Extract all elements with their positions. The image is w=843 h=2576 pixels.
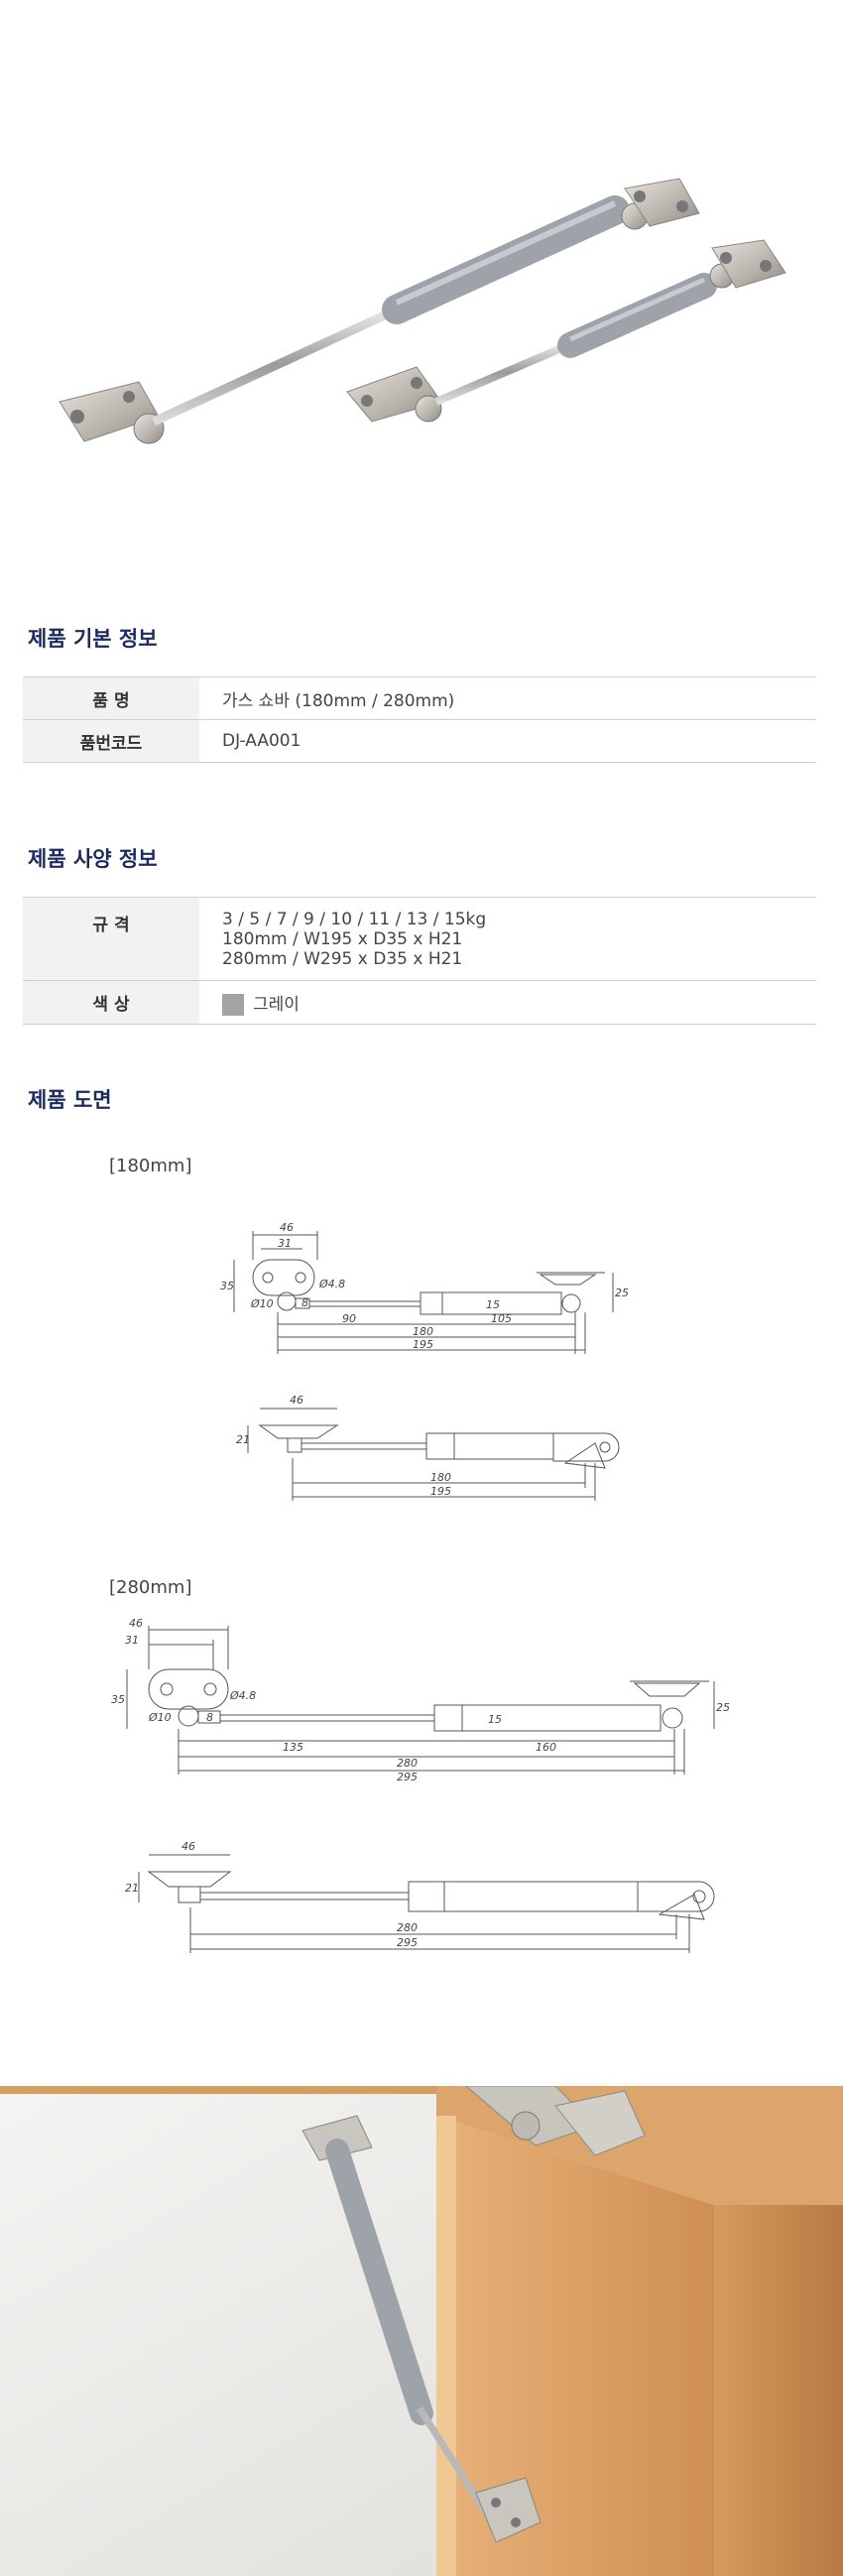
color-name: 그레이 — [253, 994, 300, 1015]
row-value-code: DJ-AA001 — [199, 719, 816, 763]
basic-info-title: 제품 기본 정보 — [28, 627, 158, 651]
row-label-code: 품번코드 — [23, 719, 199, 763]
strut-body-280 — [461, 1704, 662, 1732]
drawing-280mm: 46 31 35 Ø4.8 Ø10 8 15 135 160 280 295 2… — [111, 1617, 730, 1953]
dim-180-hole: Ø4.8 — [318, 1278, 345, 1290]
dim-280-body-len: 160 — [536, 1741, 556, 1754]
dim-280-bracket-h: 25 — [716, 1701, 730, 1714]
dim-180-side-w: 46 — [290, 1394, 303, 1407]
row-value-name: 가스 쇼바 (180mm / 280mm) — [199, 676, 816, 720]
drawing-180mm: 46 31 35 Ø4.8 Ø10 8 15 90 105 180 195 25… — [220, 1221, 629, 1501]
dim-280-end: Ø10 — [148, 1711, 172, 1724]
dim-280-body: 15 — [488, 1713, 502, 1726]
row-label-name: 품 명 — [23, 676, 199, 720]
dim-280-w-outer: 46 — [129, 1617, 143, 1630]
cabinet-scene — [0, 2086, 843, 2576]
dim-180-side-h: 21 — [236, 1433, 250, 1446]
bracket-plate-left — [252, 1259, 315, 1296]
dim-180-len-a: 180 — [413, 1325, 433, 1338]
dim-280-side-w: 46 — [181, 1840, 195, 1853]
dim-280-side-len-b: 295 — [397, 1936, 418, 1949]
hero-product-image — [0, 0, 843, 555]
drawing-title: 제품 도면 — [28, 1088, 112, 1112]
dim-280-side-h: 21 — [125, 1882, 139, 1895]
strut-body-280-side — [443, 1881, 639, 1912]
row-label-size: 규 격 — [23, 897, 199, 981]
dim-280-side-len-a: 280 — [397, 1921, 418, 1934]
dim-280-len-b: 295 — [397, 1771, 418, 1783]
size-line-weights: 3 / 5 / 7 / 9 / 10 / 11 / 13 / 15kg — [222, 909, 487, 929]
drawing-label-280: [280mm] — [109, 1577, 192, 1598]
dim-180-side-len-a: 180 — [430, 1471, 451, 1484]
gas-strut-illustration — [59, 178, 786, 444]
long-strut — [59, 178, 700, 444]
dim-180-h-bracket: 35 — [220, 1280, 234, 1292]
bracket-plate-left — [148, 1668, 229, 1710]
short-strut — [346, 239, 786, 423]
dim-180-len-b: 195 — [413, 1338, 433, 1351]
spec-info-table: 규 격 3 / 5 / 7 / 9 / 10 / 11 / 13 / 15kg … — [23, 897, 816, 1025]
dim-180-w-outer: 46 — [280, 1221, 294, 1234]
table-row: 품번코드 DJ-AA001 — [23, 719, 816, 763]
table-row: 색 상 그레이 — [23, 980, 816, 1025]
dim-280-rod-len: 135 — [283, 1741, 303, 1754]
basic-info-table: 품 명 가스 쇼바 (180mm / 280mm) 품번코드 DJ-AA001 — [23, 676, 816, 763]
row-value-size: 3 / 5 / 7 / 9 / 10 / 11 / 13 / 15kg 180m… — [199, 897, 816, 981]
dim-280-rod: 8 — [206, 1711, 213, 1724]
strut-body-180 — [441, 1291, 562, 1315]
dim-180-bracket-h: 25 — [615, 1287, 629, 1299]
dim-180-side-len-b: 195 — [430, 1485, 451, 1498]
dim-180-w-inner: 31 — [278, 1237, 292, 1250]
row-label-color: 색 상 — [23, 980, 199, 1025]
dim-280-h-bracket: 35 — [111, 1693, 125, 1706]
dim-180-rod: 8 — [301, 1296, 308, 1309]
size-line-180: 180mm / W195 x D35 x H21 — [222, 928, 463, 949]
dim-280-len-a: 280 — [397, 1757, 418, 1770]
dim-180-rod-len: 90 — [342, 1312, 356, 1325]
installed-photo — [0, 2086, 843, 2576]
dim-180-end: Ø10 — [250, 1297, 274, 1310]
size-line-280: 280mm / W295 x D35 x H21 — [222, 948, 463, 969]
dim-280-hole: Ø4.8 — [229, 1689, 256, 1702]
dim-180-body: 15 — [486, 1298, 500, 1311]
row-value-color: 그레이 — [199, 980, 816, 1025]
dim-280-w-inner: 31 — [125, 1634, 139, 1647]
strut-body-180-side — [453, 1432, 554, 1460]
table-row: 규 격 3 / 5 / 7 / 9 / 10 / 11 / 13 / 15kg … — [23, 897, 816, 981]
spec-info-title: 제품 사양 정보 — [28, 847, 158, 871]
table-row: 품 명 가스 쇼바 (180mm / 280mm) — [23, 676, 816, 720]
color-swatch — [222, 993, 244, 1016]
dim-180-body-len: 105 — [491, 1312, 512, 1325]
drawing-label-180: [180mm] — [109, 1156, 192, 1176]
